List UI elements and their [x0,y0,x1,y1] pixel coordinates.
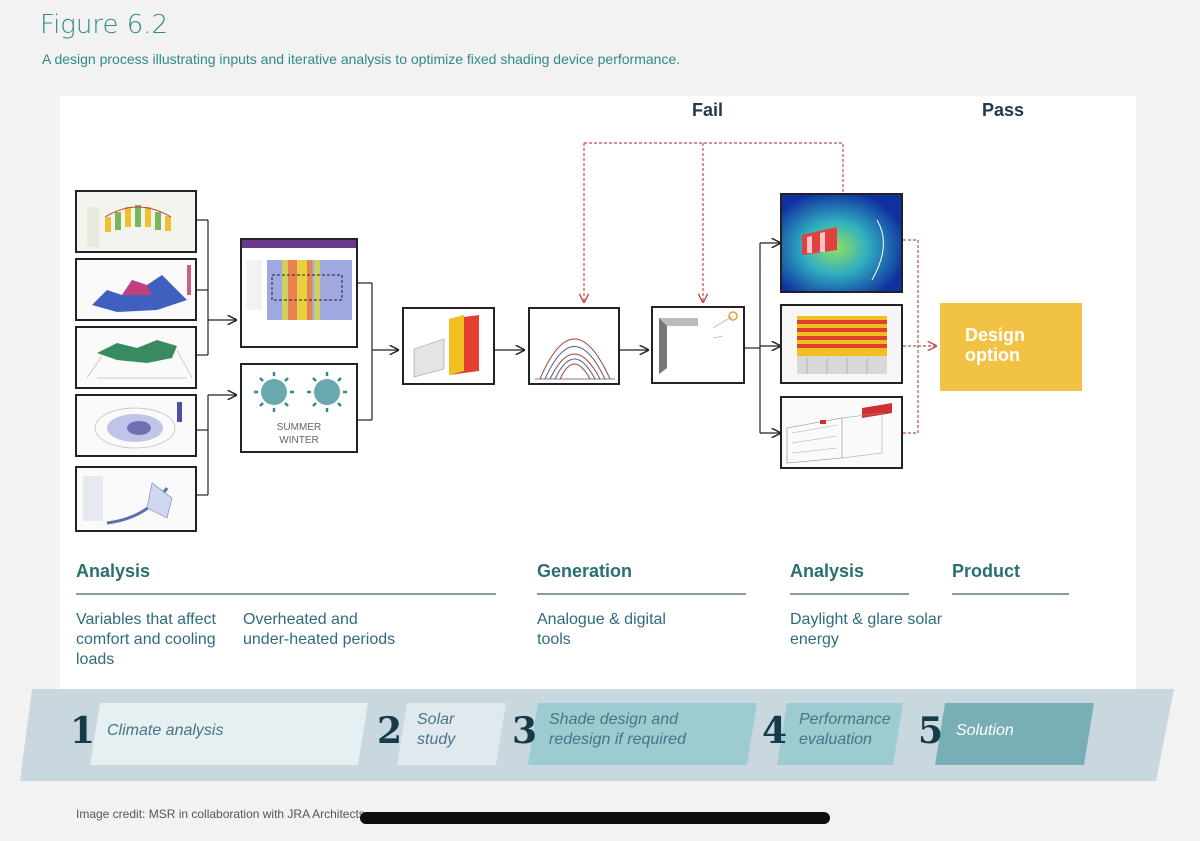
step-4-number: 4 [762,710,788,752]
heatmap-thumbnail [240,238,358,348]
shade-model-thumbnail [402,307,495,385]
generation-text: Analogue & digital tools [537,611,666,648]
summer-winter-thumbnail: SUMMER WINTER [240,363,358,453]
pass-label: Pass [982,100,1025,120]
sun-path-thumbnail [75,394,197,457]
step-1-number: 1 [70,710,96,752]
horizontal-scrollbar[interactable] [360,812,830,824]
climate-data-thumbnail [75,190,197,253]
heading-analysis-2: Analysis [790,561,865,581]
rule-generation [537,593,746,595]
rule-product [952,593,1069,595]
wind-surface-thumbnail [75,258,197,321]
glare-render-thumbnail [780,193,903,293]
daylight-model-thumbnail [780,396,903,469]
facade-energy-thumbnail [780,304,903,384]
process-steps-band [20,689,1174,781]
analysis-2-text: Daylight & glare solar energy [790,611,943,648]
fail-label: Fail [692,100,724,120]
rule-analysis [76,593,496,595]
heading-product: Product [952,561,1021,581]
figure-title: Figure 6.2 [40,10,169,40]
step-2-number: 2 [377,710,403,752]
sun-path-chart-thumbnail [528,307,620,385]
analysis-text-periods: Overheated and under-heated periods [243,611,396,648]
winter-label: WINTER [279,435,319,446]
analysis-text-variables: Variables that affect comfort and coolin… [76,611,216,668]
step-1-label: Climate analysis [107,722,224,739]
step-3-number: 3 [512,710,538,752]
image-credit: Image credit: MSR in collaboration with … [76,807,365,821]
step-5-label: Solution [956,722,1014,739]
heading-generation: Generation [537,561,633,581]
heading-analysis: Analysis [76,561,151,581]
summer-label: SUMMER [276,422,322,433]
generation-model-thumbnail [651,306,745,384]
step-5-number: 5 [918,710,944,752]
rule-analysis-2 [790,593,909,595]
terrain-thumbnail [75,326,197,389]
figure-caption: A design process illustrating inputs and… [42,51,681,67]
diagram-panel [60,96,1136,696]
shading-analysis-thumbnail [75,466,197,532]
